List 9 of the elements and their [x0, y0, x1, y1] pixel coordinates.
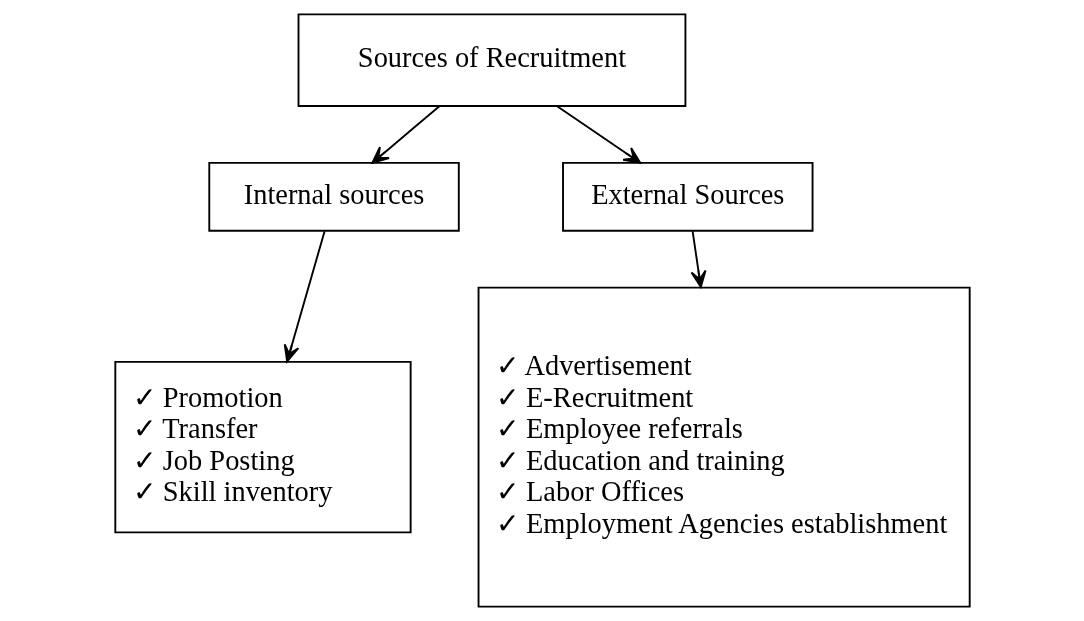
node-box: Internal sources — [207, 161, 460, 232]
arrow — [555, 105, 641, 164]
node-box: Sources of Recruitment — [297, 13, 686, 107]
node-box: External Sources — [561, 161, 813, 232]
arrow — [370, 105, 440, 164]
arrow — [690, 230, 706, 289]
node-box: ✓ Advertisement ✓ E-Recruitment ✓ Employee referrals ✓ Education and training ✓ Labor Offices ✓ Employment Agencies establishment — [477, 286, 971, 608]
arrow — [283, 230, 326, 363]
node-box: ✓ Promotion ✓ Transfer ✓ Job Posting ✓ Skill inventory — [113, 360, 412, 534]
